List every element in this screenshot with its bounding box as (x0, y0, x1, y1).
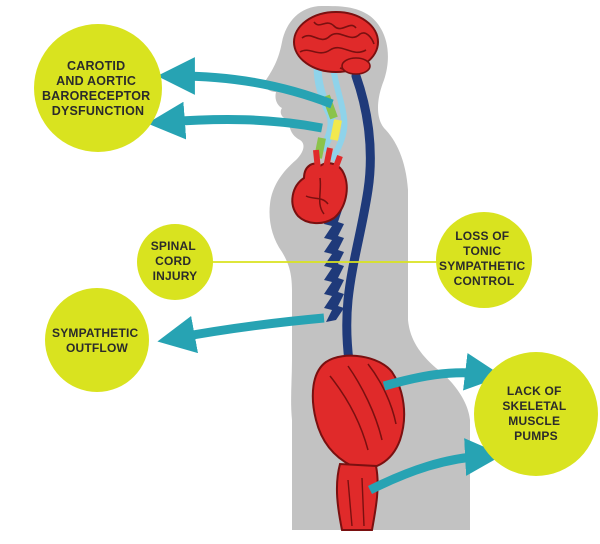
pumps-label: LACK OF SKELETAL MUSCLE PUMPS (502, 384, 569, 443)
bubble-spinal (137, 224, 213, 300)
bubble-outflow (45, 288, 149, 392)
bubble-tonic (436, 212, 532, 308)
arrow-pumps-lower (367, 438, 503, 495)
bubble-carotid (34, 24, 162, 152)
heart (291, 147, 348, 224)
arrow-carotid-lower (147, 101, 323, 140)
brain (293, 11, 379, 75)
outflow-label: SYMPATHETIC OUTFLOW (52, 326, 142, 355)
bubble-pumps (474, 352, 598, 476)
arrow-carotid-upper (157, 57, 334, 109)
spinal-label: SPINAL CORD INJURY (151, 239, 200, 283)
sympathetic-chain (324, 210, 344, 322)
arrow-pumps-upper (382, 353, 503, 391)
spinal-cord (342, 71, 375, 385)
carotid-label: CAROTID AND AORTIC BARORECEPTOR DYSFUNCT… (42, 59, 154, 118)
leg-muscles (311, 354, 406, 531)
arrow-outflow (157, 313, 325, 354)
tonic-label: LOSS OF TONIC SYMPATHETIC CONTROL (439, 229, 529, 288)
